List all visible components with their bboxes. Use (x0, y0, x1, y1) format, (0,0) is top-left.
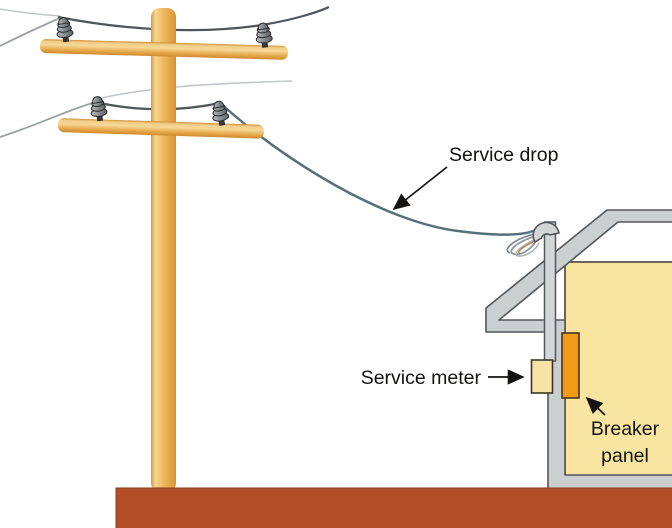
weatherhead-cap (532, 221, 560, 244)
service-drop-wire (218, 101, 537, 236)
power-line-lower-left-mid (0, 101, 97, 138)
drip-loop (506, 233, 540, 257)
drip-loop-wire (515, 237, 540, 257)
service-entrance (530, 221, 580, 399)
power-line-behind-pole-light (96, 80, 293, 100)
power-line-upper-dark (57, 6, 330, 32)
power-line-upper-left-light (0, 8, 61, 17)
pole-trunk (151, 8, 176, 492)
service-drop-arrow (392, 166, 448, 211)
service-meter-box (530, 359, 554, 394)
drip-loop-wire (506, 233, 535, 254)
breaker-panel-label-line1: Breaker (591, 418, 660, 440)
house-wall (564, 261, 672, 477)
breaker-panel-box (561, 332, 580, 399)
ground (115, 487, 672, 528)
drip-loop-wire (510, 235, 537, 256)
house-roof-and-siding (485, 209, 672, 490)
power-line-upper-left-mid (0, 17, 61, 47)
breaker-panel-label-line2: panel (601, 445, 649, 467)
service-meter-label: Service meter (361, 367, 482, 389)
breaker-panel-arrow (585, 396, 606, 416)
insulator-lower-left-icon (88, 95, 109, 123)
service-drop-label: Service drop (449, 144, 559, 166)
weatherhead-mast (543, 221, 557, 362)
drip-loop-wire-copper (518, 239, 538, 255)
annotations: Service drop Service meter Breaker panel (361, 144, 660, 467)
utility-pole (39, 8, 288, 492)
crossarm-lower (57, 118, 264, 139)
crossarm-upper (39, 39, 288, 60)
